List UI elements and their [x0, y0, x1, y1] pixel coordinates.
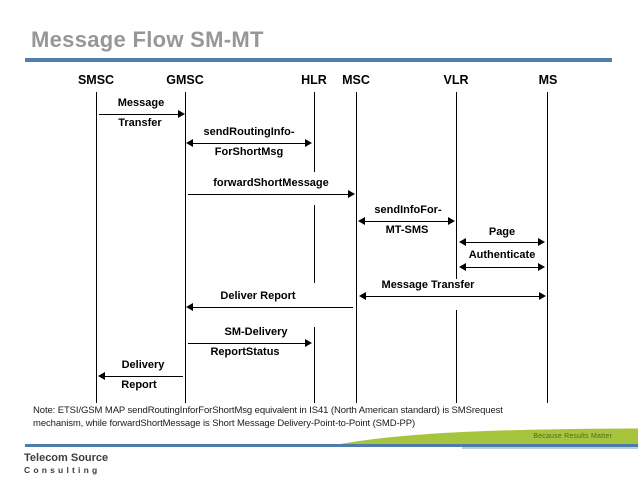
message-label: Deliver Report — [217, 290, 299, 302]
lifeline-smsc — [96, 92, 97, 403]
lifeline-hlr-segment-1 — [314, 92, 315, 172]
footer-rule-light — [462, 447, 638, 449]
message-label: SM-Delivery — [221, 326, 291, 338]
lifeline-ms — [547, 92, 548, 403]
message-arrow-forwardshortmessage — [188, 190, 355, 198]
page-title: Message Flow SM-MT — [31, 27, 264, 52]
message-arrow-message-transfer-msc-ms — [359, 292, 546, 300]
footnote-line-2: mechanism, while forwardShortMessage is … — [33, 418, 416, 429]
entity-label-msc: MSC — [342, 73, 370, 87]
entity-label-gmsc: GMSC — [166, 73, 204, 87]
message-label: Delivery — [118, 359, 168, 371]
entity-label-vlr: VLR — [443, 73, 469, 87]
message-label: sendInfoFor- — [371, 204, 445, 216]
message-arrow-page — [459, 238, 545, 246]
message-arrow-delivery-report — [98, 372, 183, 380]
message-label: Page — [485, 226, 519, 238]
lifeline-gmsc — [185, 92, 186, 403]
message-label: Message Transfer — [378, 279, 478, 291]
lifeline-hlr-segment-2 — [314, 205, 315, 283]
message-label: Authenticate — [465, 249, 539, 261]
message-arrow-deliver-report — [186, 303, 353, 311]
message-arrow-authenticate — [459, 263, 545, 271]
lifeline-msc — [356, 92, 357, 403]
lifeline-hlr-segment-3 — [314, 327, 315, 403]
message-label: ForShortMsg — [211, 146, 287, 158]
company-subtitle: Consulting — [24, 465, 101, 475]
message-label: Transfer — [115, 117, 165, 129]
message-arrow-sendroutinginfo — [186, 139, 312, 147]
title-underline — [25, 58, 612, 62]
entity-label-hlr: HLR — [301, 73, 327, 87]
message-arrow-sendinfofor — [358, 217, 455, 225]
lifeline-vlr-segment-1 — [456, 92, 457, 285]
lifeline-vlr-segment-2 — [456, 310, 457, 403]
message-label: ReportStatus — [207, 346, 283, 358]
footer-tagline: Because Results Matter — [533, 433, 612, 440]
message-arrow-message-transfer-smsc-gmsc — [99, 110, 185, 118]
message-label: Report — [118, 379, 160, 391]
footer-rule — [25, 444, 638, 447]
company-name: Telecom Source — [24, 452, 109, 464]
message-label: forwardShortMessage — [210, 177, 332, 189]
entity-label-ms: MS — [538, 73, 558, 87]
message-label: MT-SMS — [382, 224, 432, 236]
message-arrow-sm-delivery-reportstatus — [188, 339, 312, 347]
footnote-line-1: Note: ETSI/GSM MAP sendRoutingInforForSh… — [33, 405, 503, 416]
green-swoosh-graphic — [335, 428, 638, 445]
message-label: sendRoutingInfo- — [200, 126, 298, 138]
footnote: Note: ETSI/GSM MAP sendRoutingInforForSh… — [33, 404, 503, 430]
entity-label-smsc: SMSC — [77, 73, 115, 87]
message-label: Message — [114, 97, 168, 109]
